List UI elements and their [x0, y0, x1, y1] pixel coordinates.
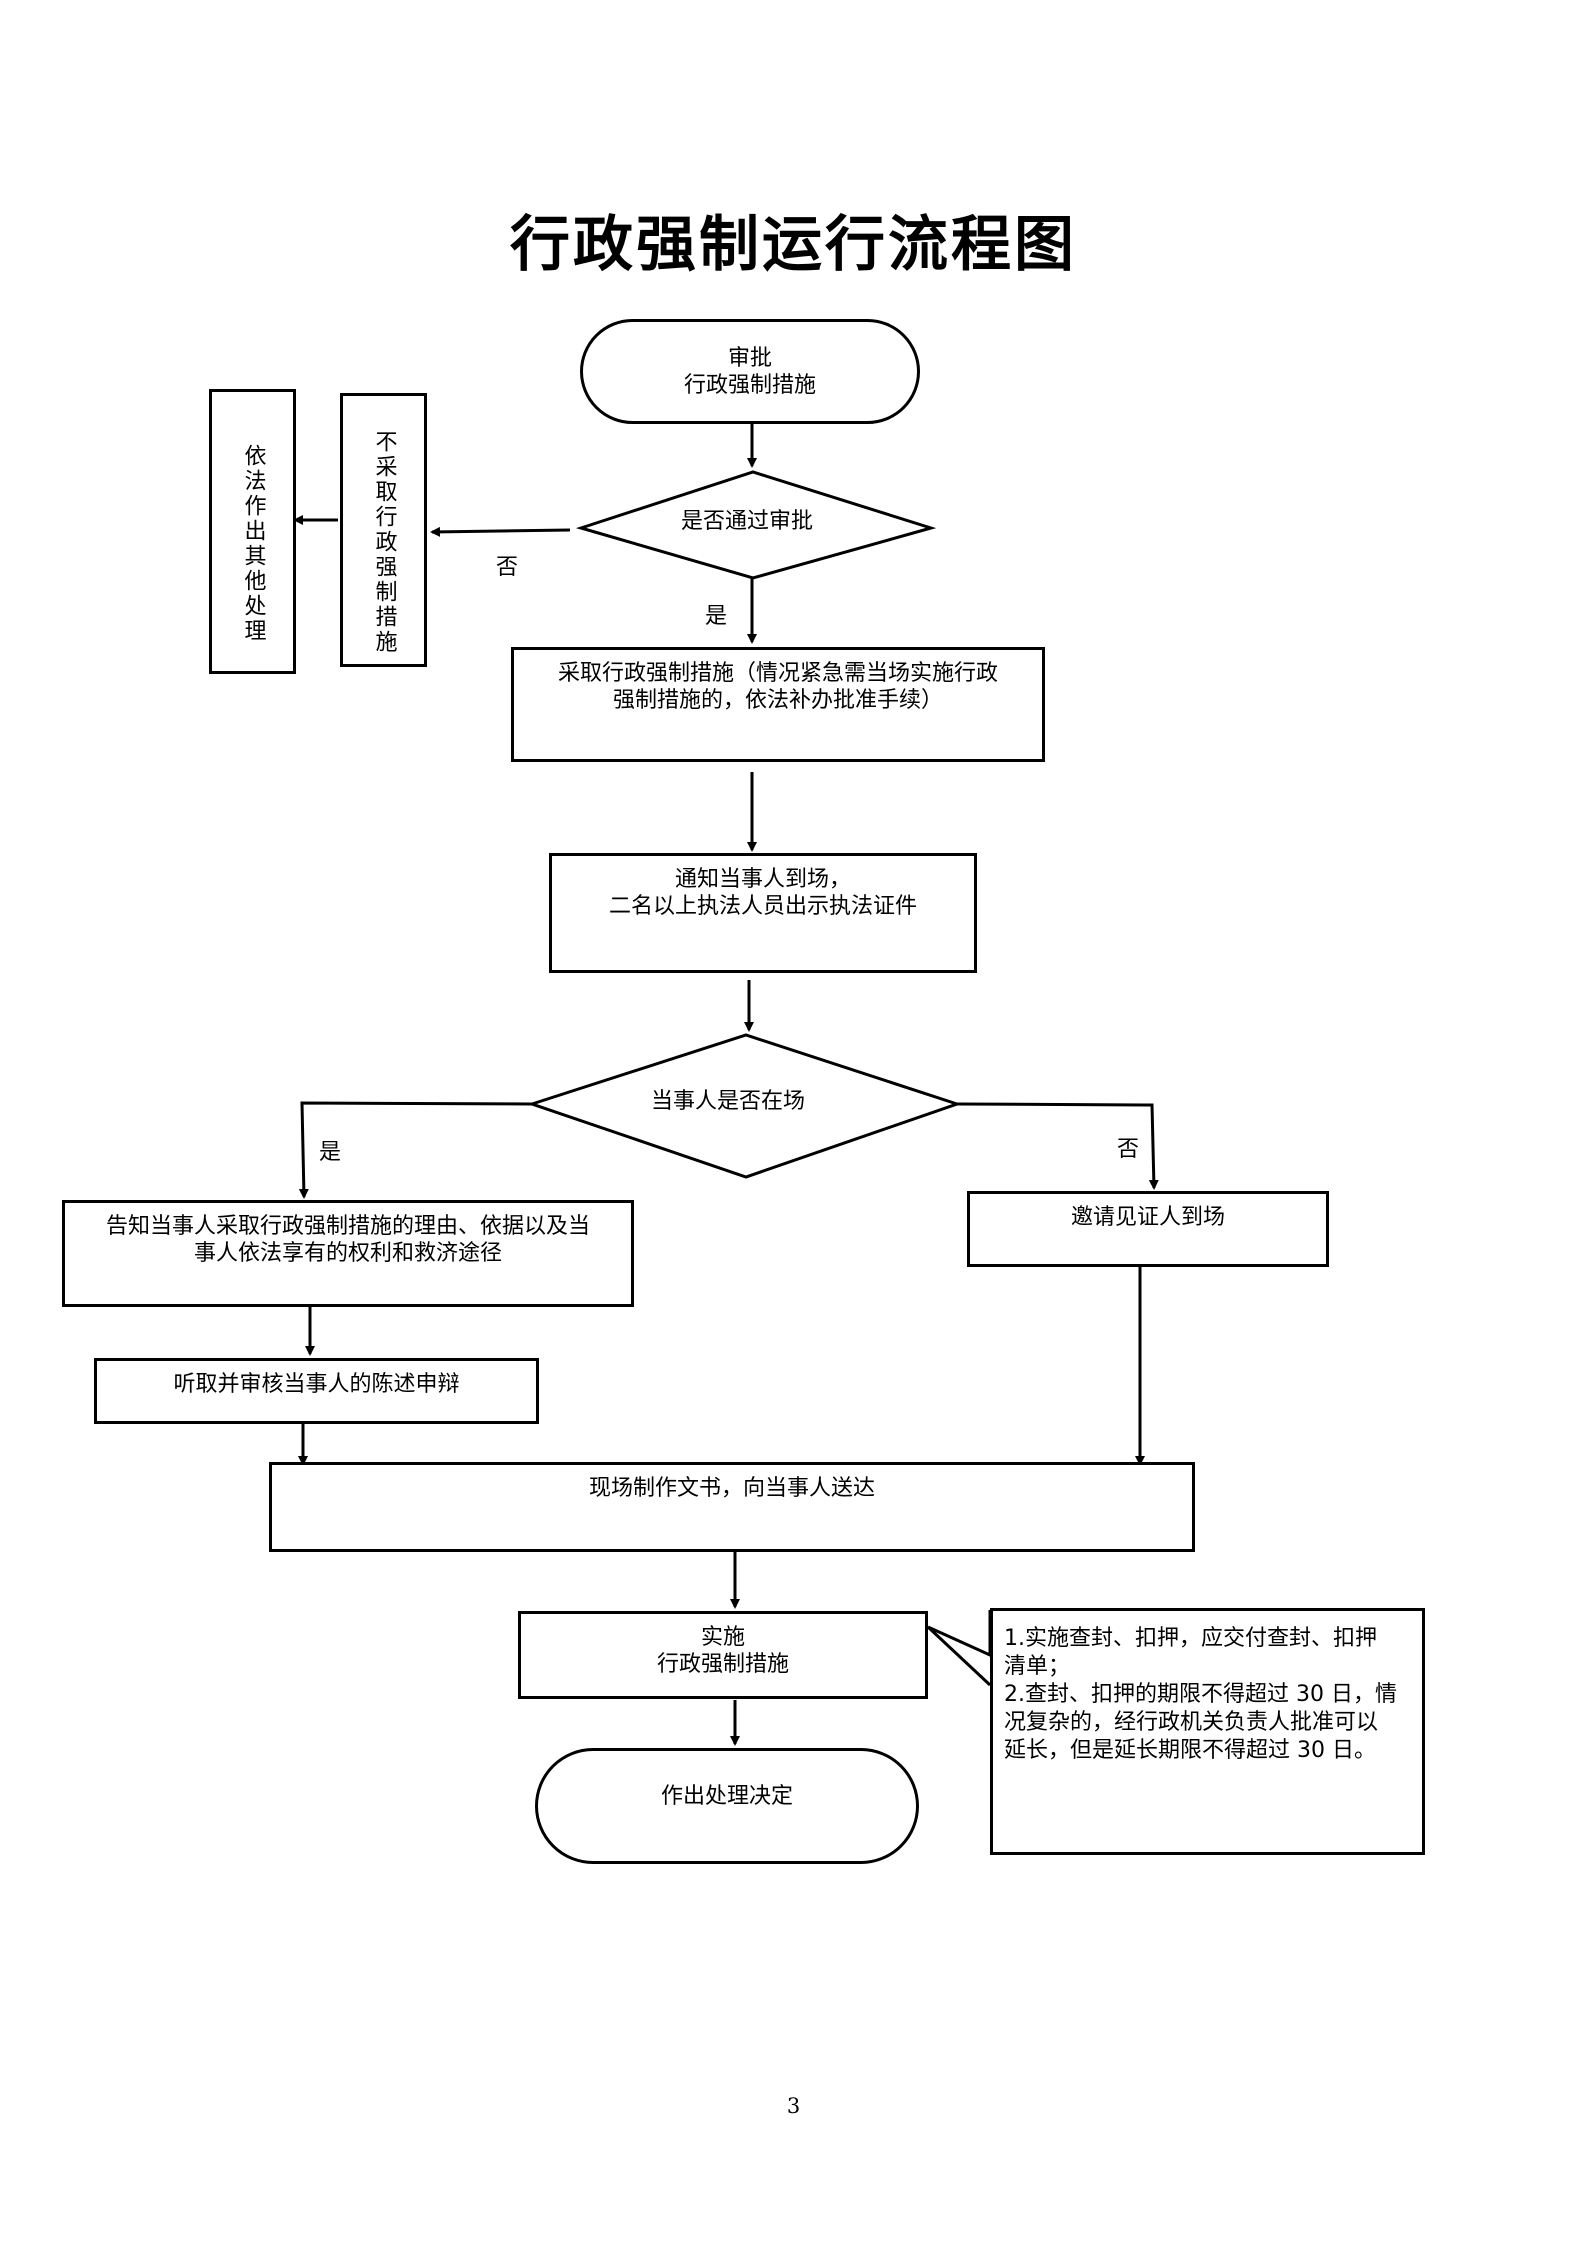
approval-decision-label: 是否通过审批 [681, 509, 814, 534]
take-measure-line2: 强制措施的，依法补办批准手续） [612, 688, 943, 713]
no-measure-text: 不采取行政强制措施 [371, 429, 397, 655]
notify-line2: 二名以上执法人员出示执法证件 [608, 894, 917, 919]
end-node-text: 作出处理决定 [660, 1784, 793, 1809]
edge-label-approval-no: 否 [496, 555, 519, 580]
hear-statement-text: 听取并审核当事人的陈述申辩 [173, 1372, 460, 1397]
inform-line2: 事人依法享有的权利和救济途径 [193, 1241, 502, 1266]
edge-label-present-no: 否 [1117, 1137, 1140, 1162]
approval-decision-diamond [575, 470, 937, 580]
note-box: 1.实施查封、扣押，应交付查封、扣押 清单； 2.查封、扣押的期限不得超过 30… [990, 1608, 1425, 1855]
arrow-approval-no [430, 526, 571, 537]
page-title: 行政强制运行流程图 [510, 210, 1077, 280]
inform-node: 告知当事人采取行政强制措施的理由、依据以及当 事人依法享有的权利和救济途径 [62, 1200, 634, 1307]
notify-node: 通知当事人到场， 二名以上执法人员出示执法证件 [549, 853, 977, 973]
no-measure-node: 不采取行政强制措施 [340, 393, 427, 667]
start-node: 审批 行政强制措施 [580, 319, 920, 424]
other-handling-text: 依法作出其他处理 [240, 443, 266, 644]
callout-line [926, 1610, 992, 1687]
start-node-line2: 行政强制措施 [683, 372, 816, 398]
invite-witness-text: 邀请见证人到场 [1070, 1205, 1225, 1230]
make-document-node: 现场制作文书，向当事人送达 [269, 1462, 1195, 1552]
end-node: 作出处理决定 [535, 1748, 919, 1864]
invite-witness-node: 邀请见证人到场 [967, 1191, 1329, 1267]
make-document-text: 现场制作文书，向当事人送达 [588, 1476, 875, 1501]
edge-label-approval-yes: 是 [705, 604, 728, 629]
note-line-4: 况复杂的，经行政机关负责人批准可以 [1004, 1710, 1379, 1735]
implement-line1: 实施 [700, 1625, 745, 1650]
implement-node: 实施 行政强制措施 [518, 1611, 928, 1699]
note-line-2: 清单； [1004, 1654, 1071, 1679]
page-number: 3 [786, 2094, 801, 2118]
note-line-3: 2.查封、扣押的期限不得超过 30 日，情 [1004, 1682, 1397, 1707]
other-handling-node: 依法作出其他处理 [209, 389, 296, 674]
notify-line1: 通知当事人到场， [674, 867, 851, 892]
present-decision-label: 当事人是否在场 [651, 1089, 806, 1114]
hear-statement-node: 听取并审核当事人的陈述申辩 [94, 1358, 539, 1424]
inform-line1: 告知当事人采取行政强制措施的理由、依据以及当 [105, 1214, 590, 1239]
take-measure-line1: 采取行政强制措施（情况紧急需当场实施行政 [557, 661, 998, 686]
take-measure-node: 采取行政强制措施（情况紧急需当场实施行政 强制措施的，依法补办批准手续） [511, 647, 1045, 762]
edge-label-present-yes: 是 [319, 1140, 342, 1165]
note-line-5: 延长，但是延长期限不得超过 30 日。 [1004, 1738, 1376, 1763]
implement-line2: 行政强制措施 [656, 1652, 789, 1677]
note-line-1: 1.实施查封、扣押，应交付查封、扣押 [1004, 1626, 1377, 1651]
arrow-present-no [956, 1102, 1159, 1190]
arrow-present-yes [298, 1101, 533, 1199]
present-decision-diamond [527, 1033, 962, 1179]
start-node-line1: 审批 [727, 345, 772, 371]
